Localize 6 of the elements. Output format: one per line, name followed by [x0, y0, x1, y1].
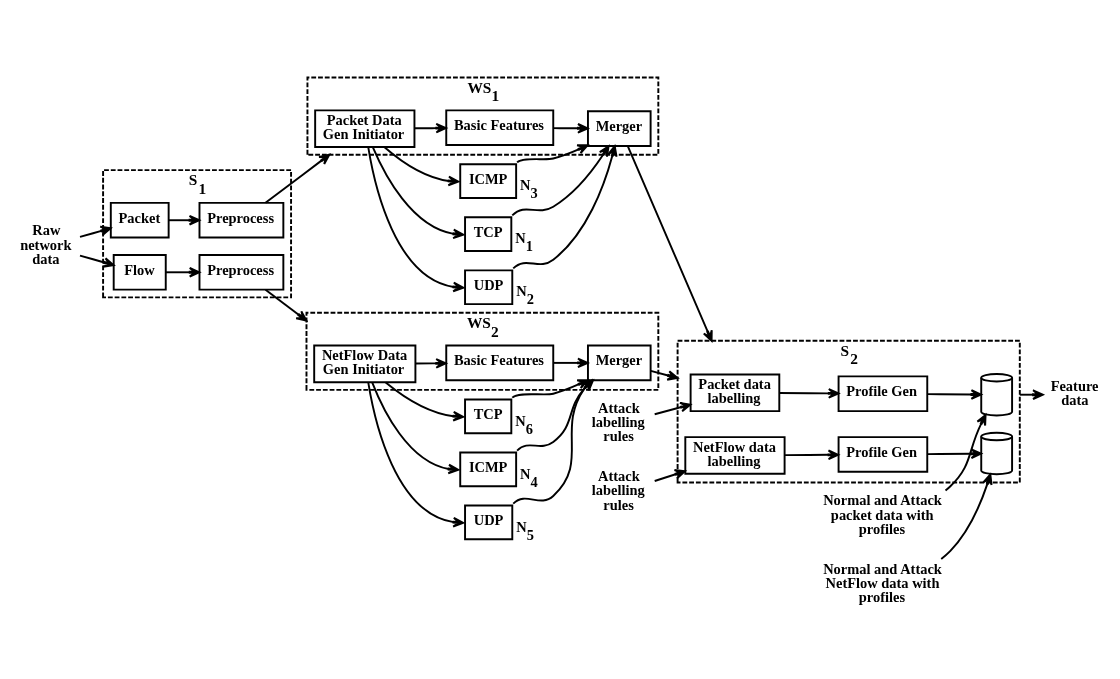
node-text: Feature data: [1050, 377, 1099, 408]
node-text: Attack labelling rules: [591, 399, 645, 444]
node-text: Normal and Attack packet data with profiles: [823, 491, 942, 537]
node-text: Attack labelling rules: [591, 467, 645, 513]
node-text: Raw network data: [20, 221, 72, 267]
node-text: Normal and Attack NetFlow data with profiles: [823, 560, 942, 605]
